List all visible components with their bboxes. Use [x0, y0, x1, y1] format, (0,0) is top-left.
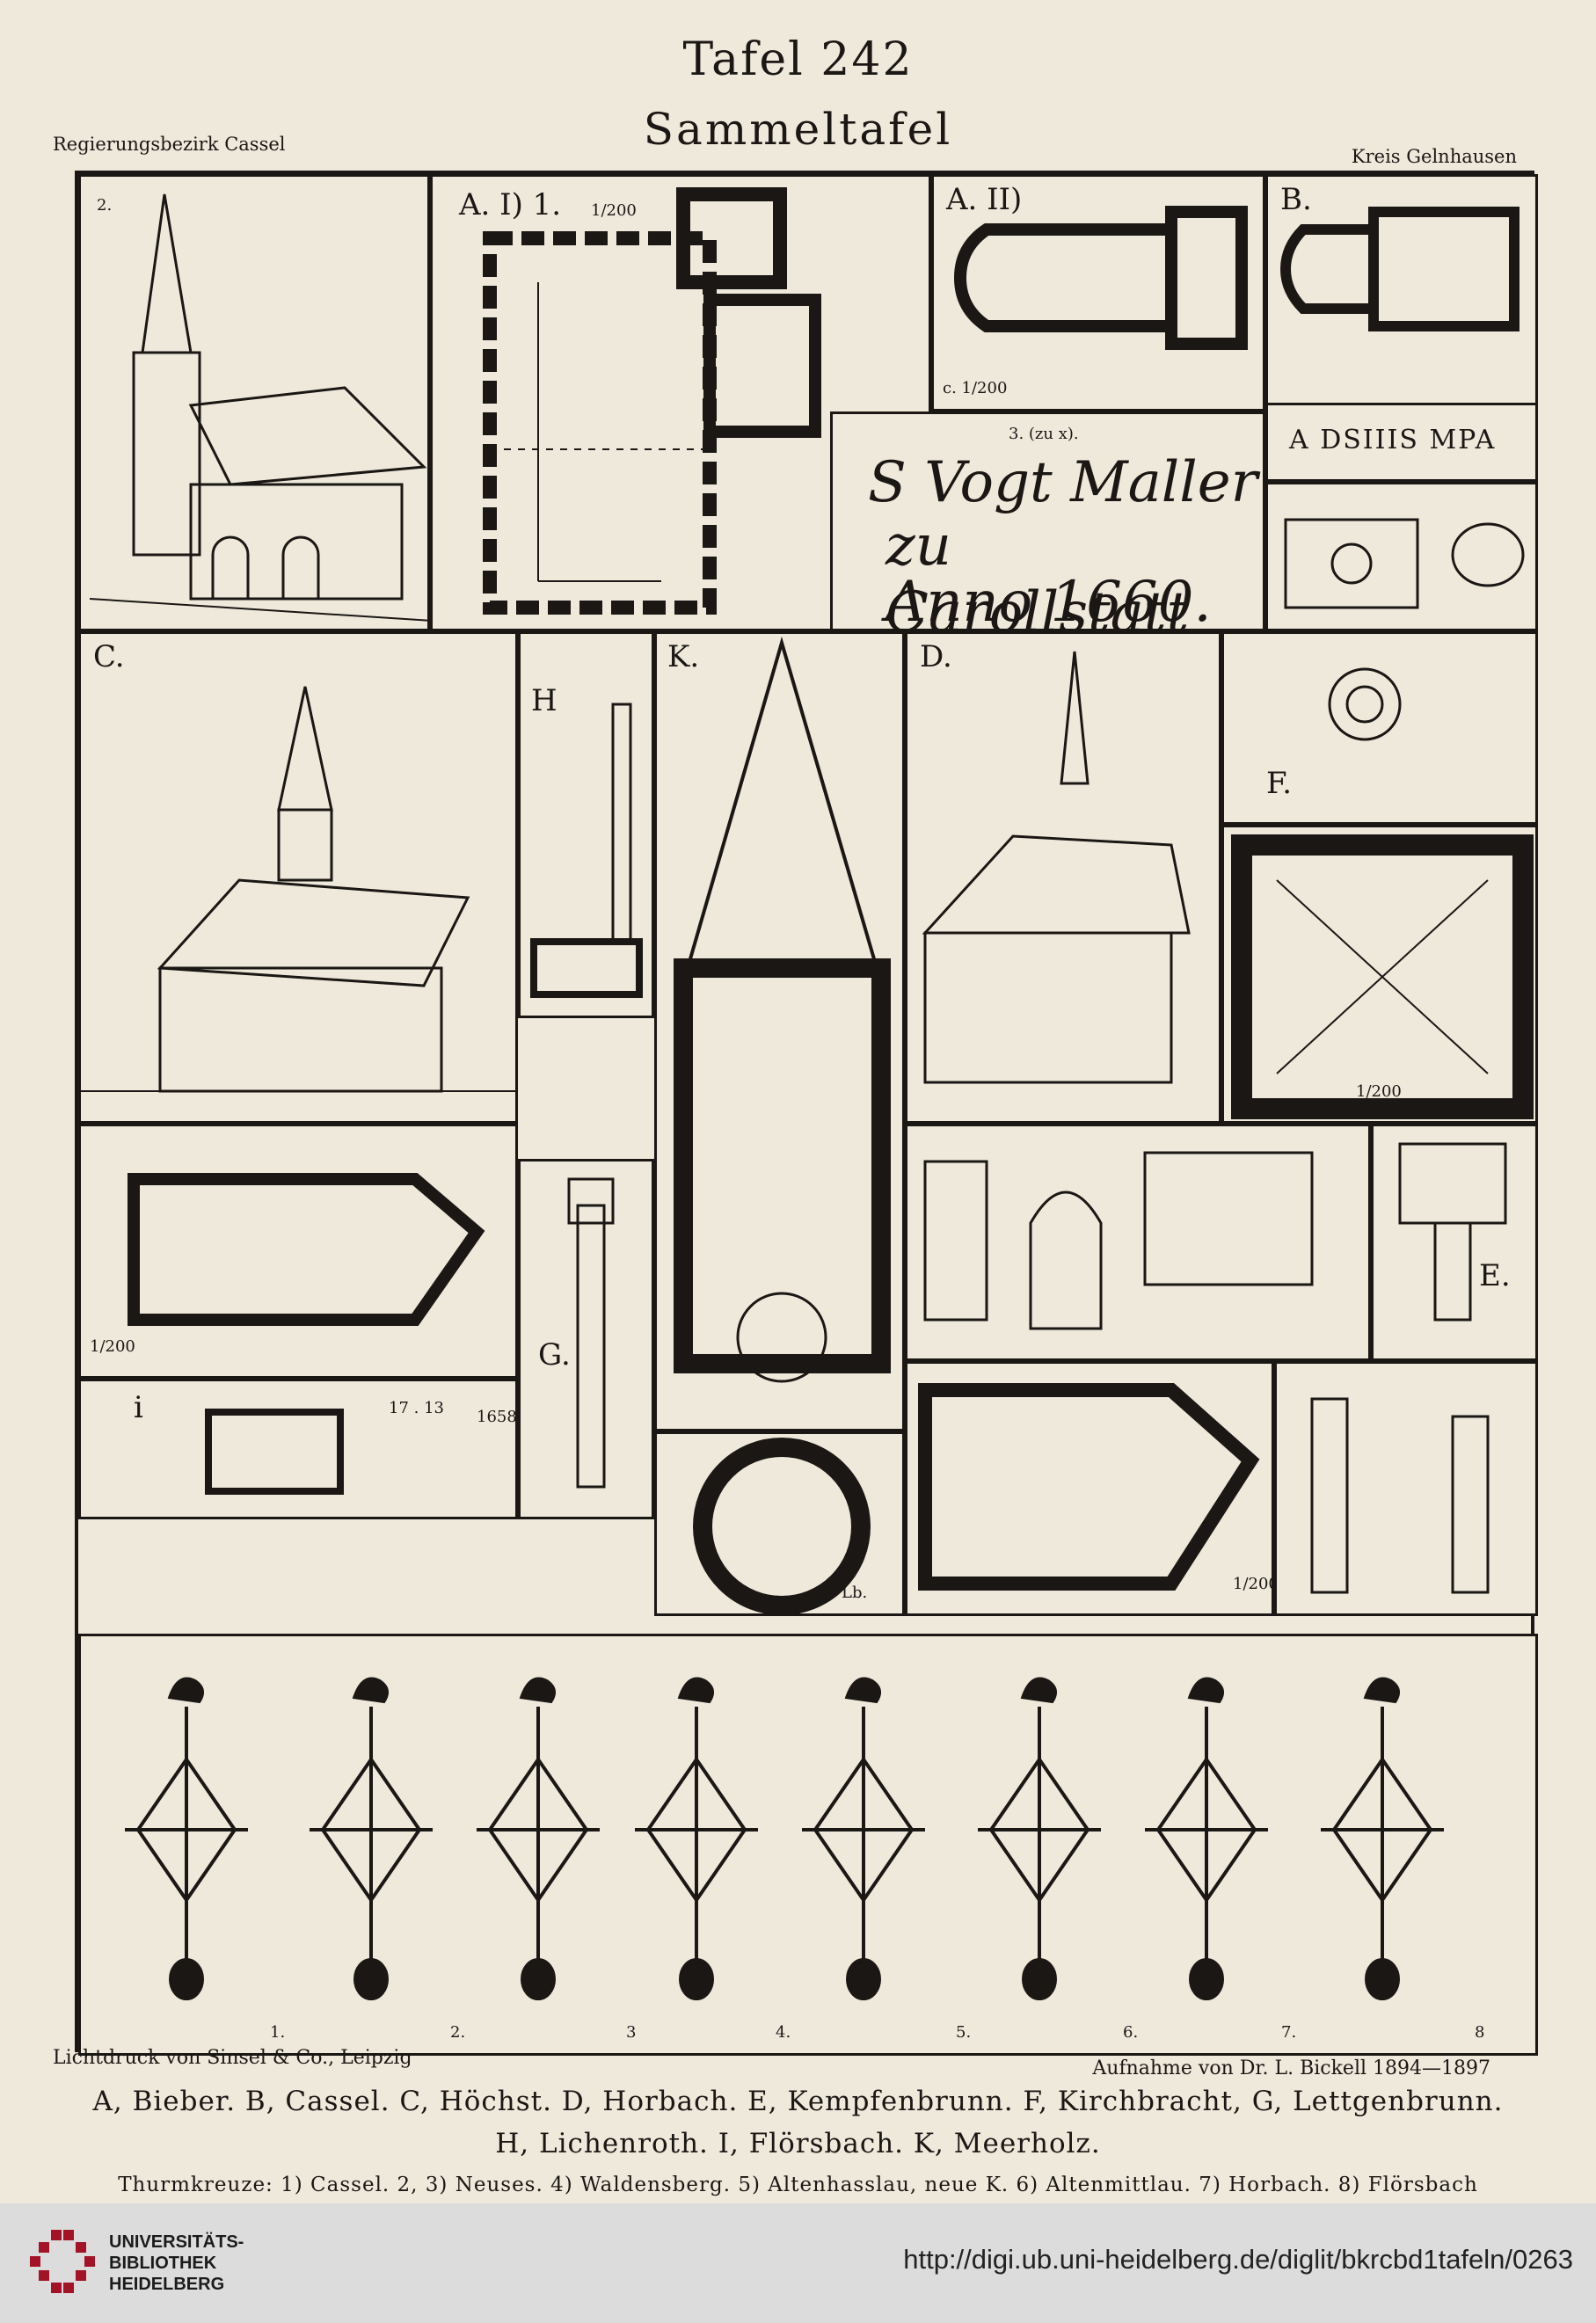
panel-d-church-view: D. [905, 631, 1221, 1124]
label-h: H [531, 683, 558, 718]
i-floorplan [205, 1409, 344, 1495]
tower-cross-2 [310, 1677, 433, 2000]
label-b: B. [1280, 182, 1312, 217]
library-logo-icon [30, 2230, 95, 2293]
inscription-line-2: zu Carollstatt [885, 513, 1190, 631]
panel-f-details: F. [1221, 631, 1538, 825]
cross-number-2: 2. [450, 2023, 466, 2042]
g-date: 17 . 13 [389, 1399, 444, 1417]
f-baluster-detail [1310, 1397, 1490, 1594]
d-church-illustration [922, 651, 1191, 1084]
g-cross-column [567, 1177, 615, 1489]
panel-k-tower-section: K. [654, 631, 905, 1431]
label-a1: A. I) 1. [459, 187, 562, 222]
label-e: E. [1479, 1258, 1511, 1293]
panel-d-details [905, 1124, 1371, 1361]
plate-frame: 2. A. I) 1. 1/200 A. II) c. 1/200 [75, 171, 1538, 2056]
tower-cross-5 [802, 1677, 925, 2000]
panel-h-details: H [518, 631, 654, 1018]
label-g: G. [538, 1337, 571, 1373]
label-k: K. [667, 639, 700, 674]
scale-a1: 1/200 [591, 201, 637, 220]
floorplan-a2 [953, 206, 1248, 350]
inscription-b: A DSIIIS MPA [1289, 425, 1497, 455]
label-i: i [134, 1390, 143, 1425]
panel-f-baluster [1274, 1361, 1538, 1616]
panel-a-church-view: 2. [78, 174, 430, 631]
h-column-detail [530, 703, 643, 998]
tower-cross-6 [978, 1677, 1101, 2000]
panel-a-inscription: 3. (zu x). S Vogt Maller zu Carollstatt … [830, 411, 1265, 631]
panel-i-floorplan: i 17 . 13 1658 [78, 1379, 518, 1519]
b-carving-details [1284, 518, 1525, 609]
cross-number-4: 4. [776, 2023, 791, 2042]
panel-a2-floorplan: A. II) c. 1/200 [931, 174, 1265, 411]
floorplan-a1 [483, 187, 821, 615]
panel-b-floorplan: B. [1265, 174, 1538, 411]
label-f: F. [1266, 766, 1293, 801]
credit-right: Aufnahme von Dr. L. Bickell 1894—1897 [1092, 2057, 1490, 2079]
label-a2: A. II) [946, 182, 1023, 217]
c-floorplan [128, 1173, 485, 1326]
tower-cross-3 [477, 1677, 600, 2000]
panel-k-tower-plan: Lb. [654, 1431, 905, 1616]
region-label-right: Kreis Gelnhausen [1351, 146, 1517, 167]
monogram: Lb. [842, 1584, 868, 1602]
credit-left: Lichtdruck von Sinsel & Co., Leipzig [53, 2047, 412, 2069]
panel-d-floorplan: 1/200 [905, 1361, 1274, 1616]
g-post-date: 1658 [477, 1408, 517, 1426]
scale-d: 1/200 [1233, 1575, 1274, 1593]
inscription-line-3: Anno 1660. [885, 570, 1212, 631]
plate-subtitle: Sammeltafel [643, 104, 953, 155]
church-tower-sketch [89, 193, 427, 622]
c-church-illustration [81, 686, 515, 1093]
tower-crosses-row [125, 1677, 1444, 2000]
tower-cross-7 [1145, 1677, 1268, 2000]
scale-f: 1/200 [1356, 1082, 1402, 1101]
panel-b-inscription: A DSIIIS MPA [1265, 403, 1538, 482]
legend-line-1: A, Bieber. B, Cassel. C, Höchst. D, Horb… [92, 2086, 1504, 2117]
plate-title: Tafel 242 [682, 33, 914, 86]
label-c: C. [93, 639, 125, 674]
cross-number-6: 6. [1123, 2023, 1139, 2042]
panel-g-column: G. [518, 1159, 654, 1519]
region-label-left: Regierungsbezirk Cassel [53, 134, 286, 155]
cross-number-7: 7. [1281, 2023, 1297, 2042]
library-name-line-3: HEIDELBERG [109, 2275, 225, 2294]
panel-c-floorplan: 1/200 [78, 1124, 518, 1379]
tower-cross-1 [125, 1677, 248, 2000]
f-ornament-detail [1328, 667, 1402, 741]
floorplan-b [1279, 207, 1519, 331]
k-tower-section [674, 636, 891, 1383]
cross-number-1: 1. [270, 2023, 286, 2042]
scale-a2: c. 1/200 [943, 379, 1008, 397]
f-vault-plan [1231, 834, 1534, 1119]
cross-number-5: 5. [956, 2023, 972, 2042]
panel-c-church-view: C. [78, 631, 518, 1124]
tower-cross-8 [1321, 1677, 1444, 2000]
library-footer [0, 2203, 1596, 2323]
panel-tower-crosses: 1. 2. 3 4. 5. 6. 7. 8 [78, 1634, 1538, 2056]
label-d: D. [920, 639, 952, 674]
cross-number-3: 3 [626, 2023, 637, 2042]
tower-cross-4 [635, 1677, 758, 2000]
library-name: UNIVERSITÄTS- BIBLIOTHEK HEIDELBERG [109, 2232, 244, 2295]
d-portal-details [923, 1151, 1314, 1330]
scale-c: 1/200 [90, 1337, 135, 1356]
panel-b-details [1265, 482, 1538, 631]
library-name-line-2: BIBLIOTHEK [109, 2254, 217, 2273]
panel-e-font: E. [1371, 1124, 1538, 1361]
d-floorplan [918, 1383, 1260, 1591]
cross-number-8: 8 [1475, 2023, 1485, 2042]
e-baptismal-font [1398, 1142, 1507, 1322]
library-name-line-1: UNIVERSITÄTS- [109, 2232, 244, 2252]
inscription-note: 3. (zu x). [1009, 425, 1079, 443]
legend-line-3: Thurmkreuze: 1) Cassel. 2, 3) Neuses. 4)… [118, 2174, 1478, 2196]
inscription-line-1: S Vogt Maller [868, 450, 1258, 515]
k-round-plan [693, 1438, 871, 1613]
panel-f-floorplan: 1/200 [1221, 825, 1538, 1124]
legend-line-2: H, Lichenroth. I, Flörsbach. K, Meerholz… [495, 2128, 1101, 2159]
source-url-link[interactable]: http://digi.ub.uni-heidelberg.de/diglit/… [903, 2244, 1573, 2275]
